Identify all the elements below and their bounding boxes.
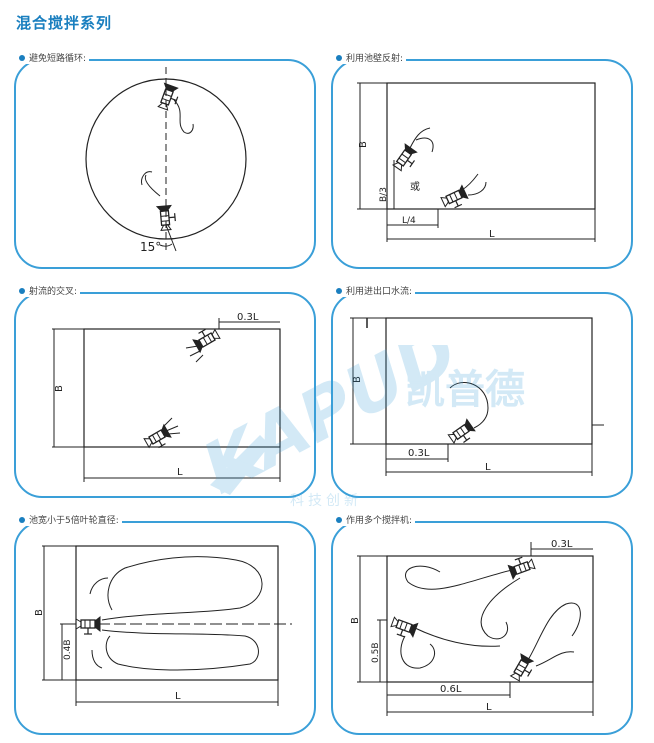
panel-label: 利用池壁反射: — [333, 51, 407, 64]
dim-0-3l: 0.3L — [408, 448, 430, 459]
dim-b: B — [34, 609, 45, 616]
dim-l: L — [177, 467, 183, 478]
dim-l: L — [485, 462, 491, 473]
bullet-icon — [336, 516, 342, 523]
dim-l: L — [486, 702, 492, 713]
angle-label: 15° — [140, 240, 161, 254]
diagram-multiple-mixers — [357, 542, 594, 716]
bullet-icon — [19, 54, 25, 61]
diagram-inlet-outlet-flow — [350, 317, 604, 476]
panel-label: 利用进出口水流: — [333, 284, 416, 297]
diagram-avoid-short-circuit — [85, 67, 247, 252]
bullet-icon — [19, 516, 25, 523]
dim-0-4b: 0.4B — [63, 640, 73, 661]
dim-b-third: B/3 — [379, 187, 389, 202]
dim-l-quarter: L/4 — [402, 216, 416, 226]
dim-b: B — [350, 617, 361, 624]
panel-label: 射流的交叉: — [16, 284, 81, 297]
diagram-narrow-tank — [42, 545, 292, 706]
dim-b: B — [54, 385, 65, 392]
bullet-icon — [336, 54, 342, 61]
dim-b: B — [352, 376, 363, 383]
dim-0-6l: 0.6L — [440, 684, 462, 695]
page-title: 混合搅拌系列 — [16, 14, 113, 32]
dim-0-3l: 0.3L — [237, 312, 259, 323]
panel-narrow-tank — [14, 521, 316, 735]
dim-l: L — [489, 229, 495, 240]
panel-wall-reflection — [331, 59, 633, 269]
bullet-icon — [19, 287, 25, 294]
panel-label: 作用多个搅拌机: — [333, 513, 416, 526]
panel-label: 池宽小于5倍叶轮直径: — [16, 513, 122, 526]
diagram-wall-reflection — [357, 82, 596, 242]
panel-label: 避免短路循环: — [16, 51, 90, 64]
panel-avoid-short-circuit — [14, 59, 316, 269]
panel-inlet-outlet-flow — [331, 292, 633, 498]
dim-0-5b: 0.5B — [371, 643, 381, 664]
diagram-jet-crossing — [52, 318, 281, 482]
or-label: 或 — [410, 181, 420, 193]
panel-jet-crossing — [14, 292, 316, 498]
bullet-icon — [336, 287, 342, 294]
dim-l: L — [175, 691, 181, 702]
dim-0-3l: 0.3L — [551, 539, 573, 550]
dim-b: B — [358, 141, 369, 148]
